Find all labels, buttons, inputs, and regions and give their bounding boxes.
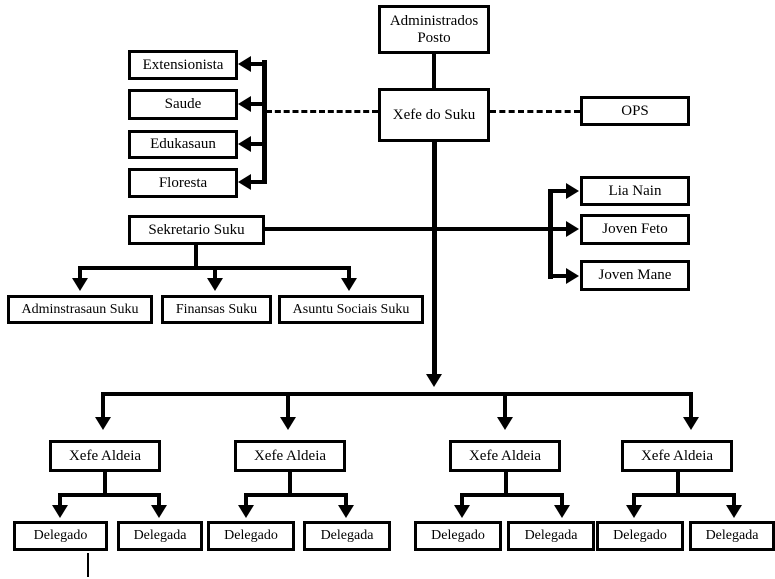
connector-drop-asuntu bbox=[347, 266, 351, 282]
node-delegado-3[interactable]: Delegado bbox=[414, 521, 502, 551]
connector-xefe-main-vertical bbox=[432, 142, 437, 377]
connector-aldeia1-drop-right bbox=[157, 493, 161, 509]
node-floresta[interactable]: Floresta bbox=[128, 168, 238, 198]
node-extensionista[interactable]: Extensionista bbox=[128, 50, 238, 80]
node-edukasaun[interactable]: Edukasaun bbox=[128, 130, 238, 159]
arrowhead-delegado-3 bbox=[454, 505, 470, 518]
connector-bus-to-joven-feto bbox=[551, 227, 568, 231]
arrowhead-delegada-2 bbox=[338, 505, 354, 518]
connector-bus-to-saude bbox=[250, 102, 265, 106]
node-joven-feto[interactable]: Joven Feto bbox=[580, 214, 690, 245]
node-xefe-aldeia-3[interactable]: Xefe Aldeia bbox=[449, 440, 561, 472]
connector-aldeia1-down bbox=[103, 472, 107, 496]
arrowhead-joven-mane bbox=[566, 268, 579, 284]
arrowhead-adminstrasaun bbox=[72, 278, 88, 291]
connector-aldeia3-drop-right bbox=[560, 493, 564, 509]
arrowhead-delegado-1 bbox=[52, 505, 68, 518]
arrowhead-lia-nain bbox=[566, 183, 579, 199]
connector-sekretario-down bbox=[194, 245, 198, 269]
connector-drop-finansas bbox=[213, 266, 217, 282]
arrowhead-aldeia-4 bbox=[683, 417, 699, 430]
connector-aldeia2-bus bbox=[244, 493, 348, 497]
arrowhead-extensionista bbox=[238, 56, 251, 72]
connector-xefe-to-ops-dashed bbox=[490, 110, 580, 113]
connector-aldeia3-drop-left bbox=[460, 493, 464, 509]
arrowhead-finansas bbox=[207, 278, 223, 291]
connector-services-vertical-bus bbox=[262, 60, 267, 184]
node-xefe-do-suku[interactable]: Xefe do Suku bbox=[378, 88, 490, 142]
node-sekretario-suku[interactable]: Sekretario Suku bbox=[128, 215, 265, 245]
arrowhead-aldeia-3 bbox=[497, 417, 513, 430]
connector-drop-aldeia-4 bbox=[689, 392, 693, 420]
arrowhead-joven-feto bbox=[566, 221, 579, 237]
connector-administrados-to-xefe bbox=[432, 54, 436, 88]
arrowhead-xefe-main-down bbox=[426, 374, 442, 387]
node-xefe-aldeia-2[interactable]: Xefe Aldeia bbox=[234, 440, 346, 472]
connector-aldeia2-drop-left bbox=[244, 493, 248, 509]
connector-aldeia2-down bbox=[288, 472, 292, 496]
connector-bus-to-joven-mane bbox=[551, 274, 568, 278]
node-delegado-2[interactable]: Delegado bbox=[207, 521, 295, 551]
connector-sekretario-to-council bbox=[265, 227, 552, 231]
connector-drop-adminstrasaun bbox=[78, 266, 82, 282]
connector-bus-to-floresta bbox=[250, 180, 265, 184]
connector-aldeia1-drop-left bbox=[58, 493, 62, 509]
connector-drop-aldeia-1 bbox=[101, 392, 105, 420]
connector-council-vertical-bus bbox=[548, 189, 553, 279]
connector-aldeia4-drop-left bbox=[632, 493, 636, 509]
node-xefe-aldeia-1[interactable]: Xefe Aldeia bbox=[49, 440, 161, 472]
node-lia-nain[interactable]: Lia Nain bbox=[580, 176, 690, 206]
node-delegado-4[interactable]: Delegado bbox=[596, 521, 684, 551]
arrowhead-asuntu bbox=[341, 278, 357, 291]
connector-aldeia-horizontal-bus bbox=[101, 392, 693, 396]
arrowhead-edukasaun bbox=[238, 136, 251, 152]
arrowhead-delegado-4 bbox=[626, 505, 642, 518]
node-delegada-2[interactable]: Delegada bbox=[303, 521, 391, 551]
node-asuntu-sociais-suku[interactable]: Asuntu Sociais Suku bbox=[278, 295, 424, 324]
node-delegado-1[interactable]: Delegado bbox=[13, 521, 108, 551]
node-joven-mane[interactable]: Joven Mane bbox=[580, 260, 690, 291]
connector-xefe-to-services-dashed bbox=[266, 110, 378, 113]
connector-aldeia4-down bbox=[676, 472, 680, 496]
connector-aldeia4-drop-right bbox=[732, 493, 736, 509]
node-delegada-4[interactable]: Delegada bbox=[689, 521, 775, 551]
connector-aldeia4-bus bbox=[632, 493, 736, 497]
node-administrados-posto[interactable]: Administrados Posto bbox=[378, 5, 490, 54]
node-finansas-suku[interactable]: Finansas Suku bbox=[161, 295, 272, 324]
connector-bus-to-extensionista bbox=[250, 62, 264, 66]
node-delegada-3[interactable]: Delegada bbox=[507, 521, 595, 551]
arrowhead-delegada-3 bbox=[554, 505, 570, 518]
connector-bus-to-lia-nain bbox=[551, 189, 568, 193]
node-ops[interactable]: OPS bbox=[580, 96, 690, 126]
arrowhead-saude bbox=[238, 96, 251, 112]
node-xefe-aldeia-4[interactable]: Xefe Aldeia bbox=[621, 440, 733, 472]
connector-bus-to-edukasaun bbox=[250, 142, 265, 146]
connector-aldeia3-down bbox=[504, 472, 508, 496]
connector-delegado1-stub bbox=[87, 553, 89, 577]
arrowhead-aldeia-1 bbox=[95, 417, 111, 430]
arrowhead-aldeia-2 bbox=[280, 417, 296, 430]
node-adminstrasaun-suku[interactable]: Adminstrasaun Suku bbox=[7, 295, 153, 324]
arrowhead-floresta bbox=[238, 174, 251, 190]
arrowhead-delegada-1 bbox=[151, 505, 167, 518]
cut-off-text-fragment bbox=[86, 0, 206, 6]
connector-aldeia1-bus bbox=[58, 493, 161, 497]
arrowhead-delegada-4 bbox=[726, 505, 742, 518]
node-delegada-1[interactable]: Delegada bbox=[117, 521, 203, 551]
node-saude[interactable]: Saude bbox=[128, 89, 238, 120]
connector-aldeia2-drop-right bbox=[344, 493, 348, 509]
connector-drop-aldeia-2 bbox=[286, 392, 290, 420]
connector-drop-aldeia-3 bbox=[503, 392, 507, 420]
arrowhead-delegado-2 bbox=[238, 505, 254, 518]
connector-aldeia3-bus bbox=[460, 493, 564, 497]
